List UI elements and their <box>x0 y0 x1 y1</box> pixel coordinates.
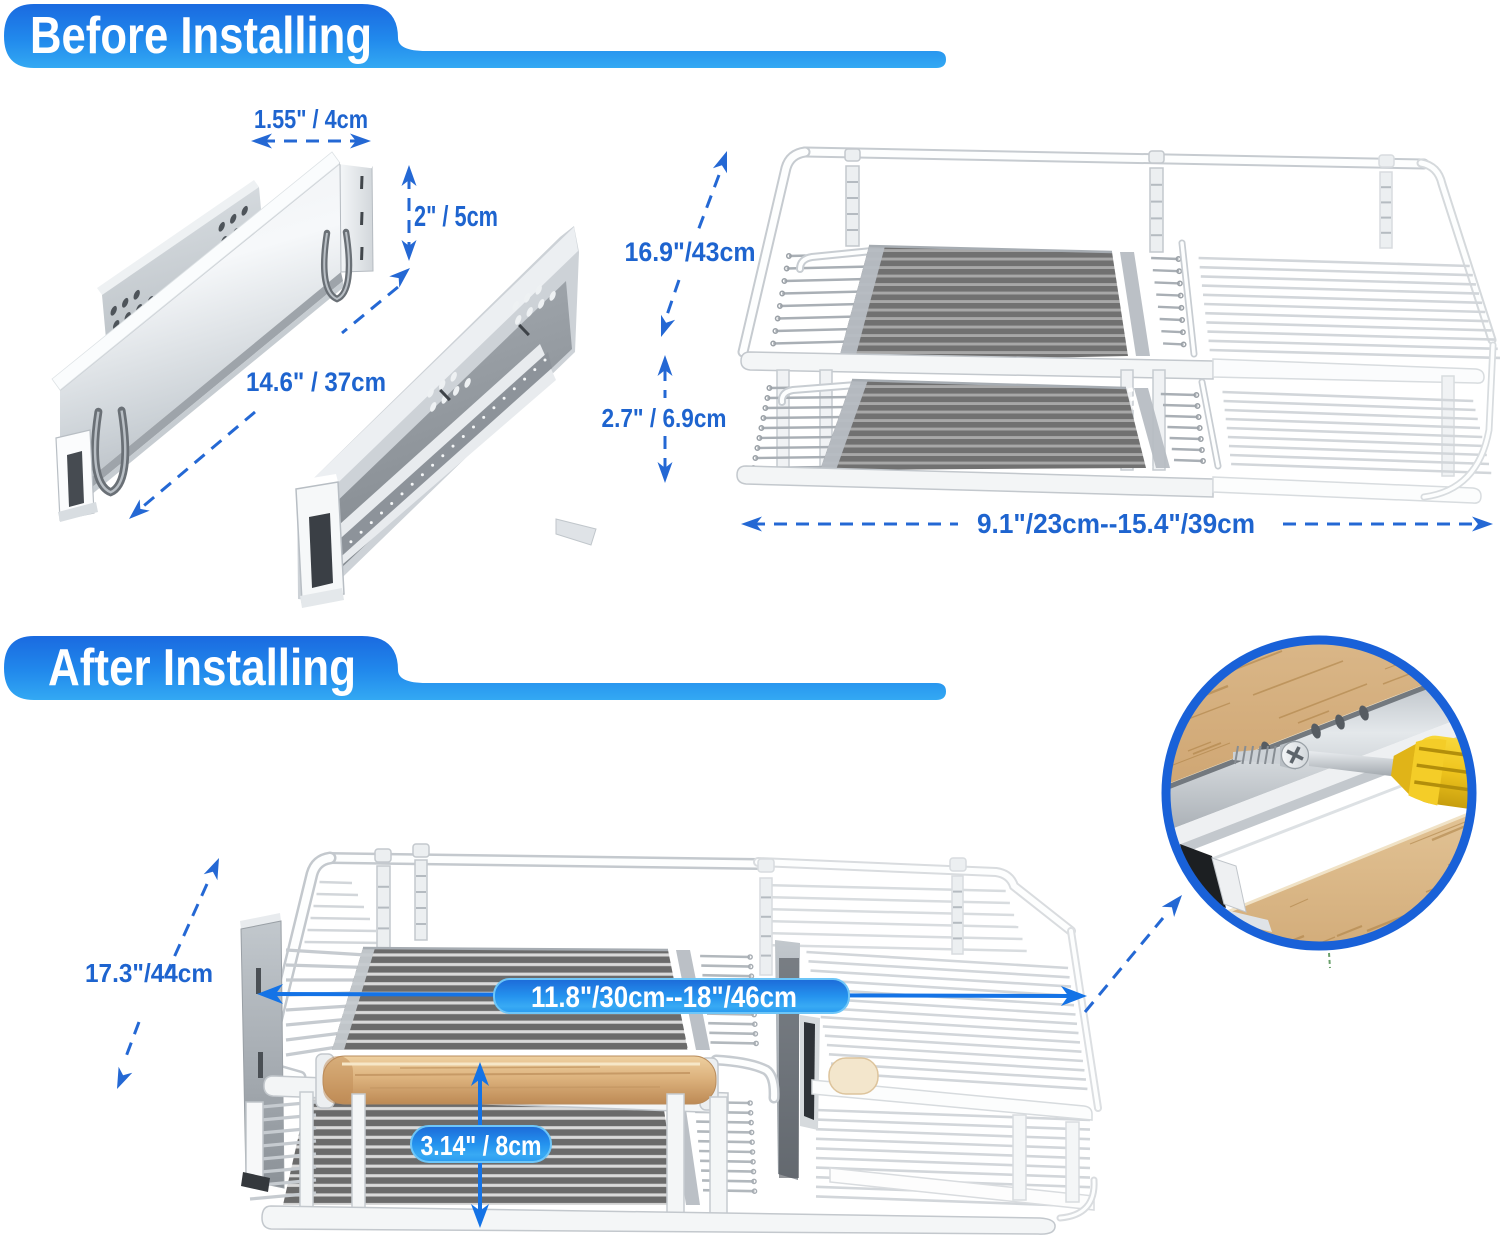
svg-text:11.8"/30cm--18"/46cm: 11.8"/30cm--18"/46cm <box>531 981 797 1014</box>
svg-text:2.7" / 6.9cm: 2.7" / 6.9cm <box>602 403 727 433</box>
svg-text:1.55" / 4cm: 1.55" / 4cm <box>254 104 368 134</box>
svg-text:16.9"/43cm: 16.9"/43cm <box>625 237 756 267</box>
svg-text:17.3"/44cm: 17.3"/44cm <box>85 958 213 988</box>
svg-text:2" / 5cm: 2" / 5cm <box>414 201 498 233</box>
svg-text:Before Installing: Before Installing <box>30 7 372 65</box>
svg-text:After Installing: After Installing <box>48 639 356 697</box>
svg-text:3.14" / 8cm: 3.14" / 8cm <box>421 1130 542 1161</box>
svg-text:9.1"/23cm--15.4"/39cm: 9.1"/23cm--15.4"/39cm <box>977 508 1255 539</box>
svg-text:14.6" / 37cm: 14.6" / 37cm <box>246 367 386 397</box>
